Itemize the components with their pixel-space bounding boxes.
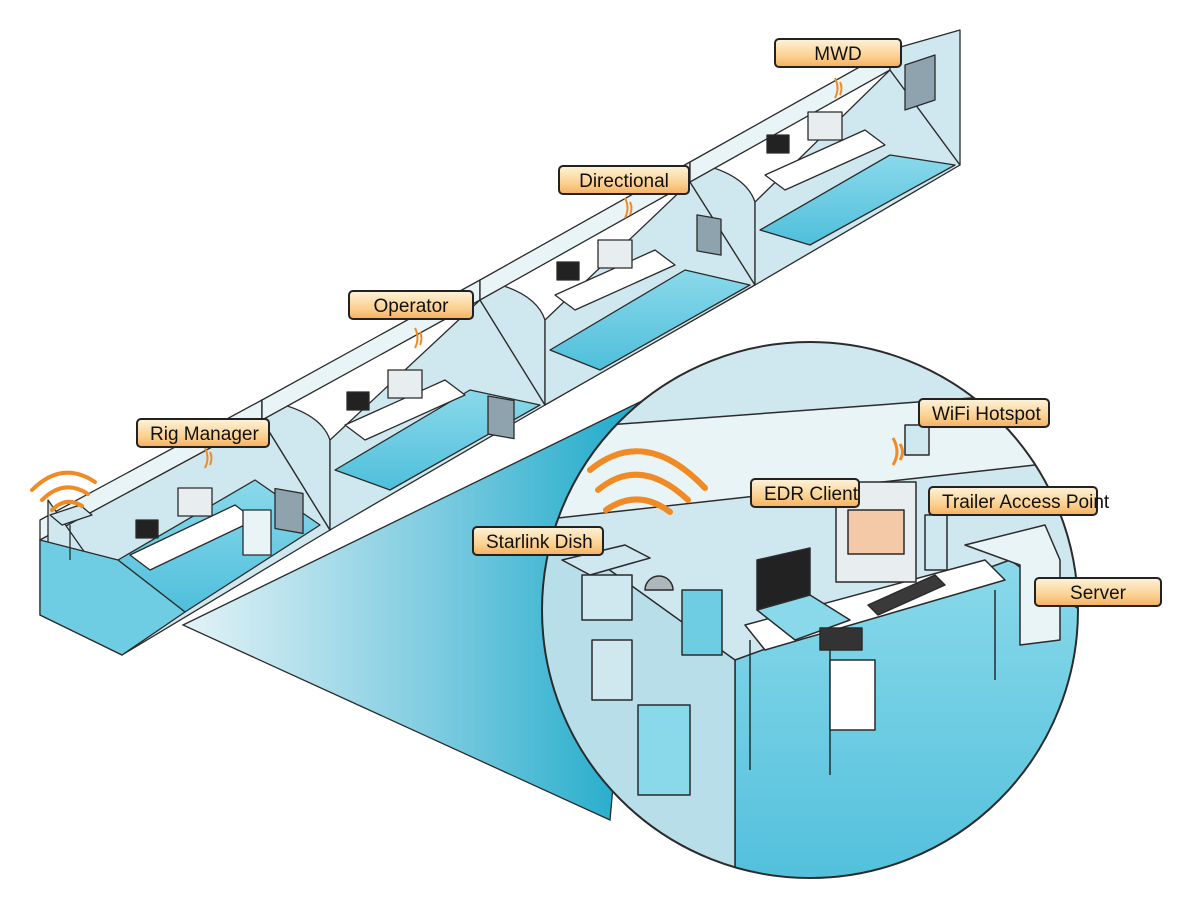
magnified-view <box>541 341 1079 879</box>
desk-operator <box>344 369 466 441</box>
label-trailer-access-point: Trailer Access Point <box>928 486 1109 516</box>
label-wifi-hotspot: WiFi Hotspot <box>918 398 1050 428</box>
small-starlink-dish <box>49 504 93 560</box>
label-operator: Operator <box>348 290 474 320</box>
signal-icon-small-hotspots <box>204 77 843 469</box>
desk-mwd <box>764 111 886 191</box>
label-rig-manager: Rig Manager <box>136 418 270 448</box>
signal-icon-rig <box>30 470 97 512</box>
trailer-operator <box>261 279 546 531</box>
label-directional: Directional <box>558 165 690 195</box>
trailer-row <box>39 29 961 656</box>
label-server: Server <box>1034 577 1162 607</box>
signal-icon-large <box>587 448 708 515</box>
signal-icon-hotspot <box>891 437 904 466</box>
desk-directional <box>554 239 676 311</box>
desk-rig-manager <box>129 487 272 571</box>
label-edr-client: EDR Client <box>750 478 860 508</box>
label-starlink-dish: Starlink Dish <box>472 526 604 556</box>
label-mwd: MWD <box>774 38 902 68</box>
trailer-directional <box>479 161 756 406</box>
